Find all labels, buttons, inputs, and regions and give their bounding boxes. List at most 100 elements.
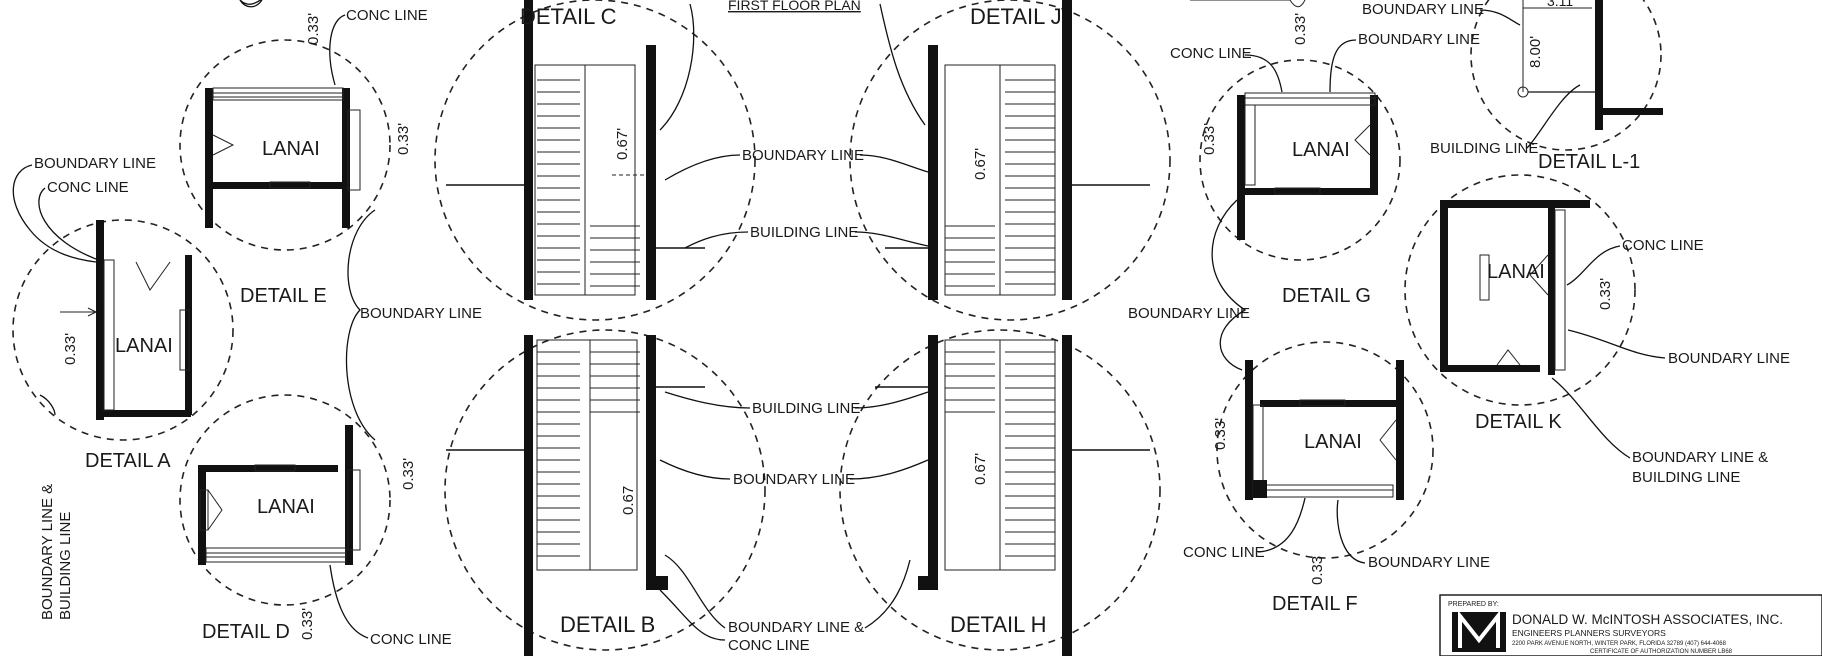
detail-l1-dim-800: 8.00' — [1527, 36, 1544, 68]
detail-c-title: DETAIL C — [520, 4, 617, 29]
detail-b-title: DETAIL B — [560, 612, 655, 637]
detail-l1-building-line-label: BUILDING LINE — [1430, 140, 1538, 157]
detail-l1: 3.11' 8.00' BOUNDARY LINE BUILDING LINE … — [1362, 0, 1663, 173]
title-block: PREPARED BY: DONALD W. McINTOSH ASSOCIAT… — [1439, 594, 1822, 656]
detail-d-conc-line-label: CONC LINE — [370, 631, 452, 648]
center-boundary-conc-label-l1: BOUNDARY LINE & — [728, 619, 864, 636]
detail-b-circle — [444, 329, 766, 651]
title-block-address: 2200 PARK AVENUE NORTH, WINTER PARK, FLO… — [1512, 641, 1727, 647]
first-floor-plan-label: FIRST FLOOR PLAN — [728, 0, 861, 13]
detail-f-circle — [1216, 341, 1434, 559]
detail-c-dim-067: 0.67' — [614, 128, 631, 160]
detail-l1-circle — [1470, 0, 1662, 151]
detail-f-boundary-line-label: BOUNDARY LINE — [1368, 554, 1490, 571]
detail-g-conc-line-label: CONC LINE — [1170, 45, 1252, 62]
detail-f-dim-left: 0.33' — [1212, 418, 1229, 450]
detail-k: LANAI DETAIL K 0.33' CONC LINE BOUNDARY … — [1404, 174, 1790, 486]
detail-f-lanai: LANAI — [1304, 431, 1362, 453]
detail-k-title: DETAIL K — [1475, 411, 1562, 433]
detail-g: LANAI DETAIL G 0.33' 0.33' CONC LINE BOU… — [1170, 13, 1480, 307]
detail-c: 0.67' DETAIL C — [434, 0, 756, 321]
detail-j-circle — [849, 0, 1171, 321]
detail-k-dim: 0.33' — [1597, 278, 1614, 310]
title-block-certificate: CERTIFICATE OF AUTHORIZATION NUMBER LB68 — [1590, 649, 1733, 655]
detail-c-wall — [524, 0, 533, 300]
center-building-line-label-top: BUILDING LINE — [750, 224, 858, 241]
cutoff-fragment-right — [1190, 0, 1306, 8]
detail-k-boundary-building-l2: BUILDING LINE — [1632, 469, 1740, 486]
detail-j-stairs — [945, 65, 1055, 295]
detail-e-title: DETAIL E — [240, 285, 327, 307]
detail-e-dim-top: 0.33' — [305, 13, 322, 45]
cutoff-fragment-left — [239, 0, 263, 8]
detail-j: 0.67' DETAIL J — [849, 0, 1171, 321]
left-boundary-line-label: BOUNDARY LINE — [360, 305, 482, 322]
detail-f-conc-line-label: CONC LINE — [1183, 544, 1265, 561]
center-leaders-bottom: BUILDING LINE BOUNDARY LINE BOUNDARY LIN… — [659, 391, 929, 654]
detail-g-dim-top: 0.33' — [1292, 13, 1309, 45]
detail-d-title: DETAIL D — [202, 621, 290, 643]
detail-k-lanai: LANAI — [1487, 261, 1545, 283]
center-boundary-line-label-bottom: BOUNDARY LINE — [733, 471, 855, 488]
detail-d-dim-bottom: 0.33' — [299, 608, 316, 640]
detail-l1-boundary-line-label: BOUNDARY LINE — [1362, 1, 1484, 18]
detail-k-boundary-line-label: BOUNDARY LINE — [1668, 350, 1790, 367]
detail-e-conc-line-label: CONC LINE — [346, 7, 428, 24]
detail-a-title: DETAIL A — [85, 450, 171, 472]
detail-h-circle — [839, 329, 1161, 651]
title-block-disciplines: ENGINEERS PLANNERS SURVEYORS — [1512, 628, 1666, 638]
detail-l1-dim-311: 3.11' — [1547, 0, 1576, 9]
detail-d-lanai: LANAI — [257, 496, 315, 518]
firm-logo-icon — [1452, 610, 1506, 652]
title-block-firm: DONALD W. McINTOSH ASSOCIATES, INC. — [1512, 612, 1783, 627]
detail-a-circle — [12, 219, 234, 441]
detail-e-dim-right: 0.33' — [395, 123, 412, 155]
rotated-boundary-building-l1: BOUNDARY LINE & — [39, 484, 56, 620]
detail-b: 0.67 DETAIL B — [444, 329, 766, 656]
detail-a-rotated-label: BOUNDARY LINE & BUILDING LINE — [39, 484, 74, 620]
detail-e-circle — [179, 39, 391, 251]
detail-b-dim-067: 0.67 — [620, 486, 637, 515]
left-boundary-callout: BOUNDARY LINE — [345, 209, 482, 441]
detail-d-dim-right: 0.33' — [400, 458, 417, 490]
detail-g-circle — [1199, 59, 1401, 261]
detail-c-circle — [434, 0, 756, 321]
title-block-prepared-by: PREPARED BY: — [1448, 601, 1499, 608]
detail-a-conc-line-label: CONC LINE — [47, 179, 129, 196]
detail-j-title: DETAIL J — [970, 4, 1062, 29]
rotated-boundary-building-l2: BUILDING LINE — [57, 512, 74, 620]
detail-b-stairs — [537, 340, 640, 570]
detail-g-lanai: LANAI — [1292, 139, 1350, 161]
center-boundary-conc-label-l2: CONC LINE — [728, 637, 810, 654]
detail-f: LANAI DETAIL F 0.33' 0.33 CONC LINE BOUN… — [1183, 341, 1490, 615]
detail-a: LANAI DETAIL A 0.33' BOUNDARY LINE CONC … — [12, 155, 234, 472]
detail-e-lanai: LANAI — [262, 138, 320, 160]
center-boundary-line-label-top: BOUNDARY LINE — [742, 147, 864, 164]
detail-a-dim: 0.33' — [62, 333, 79, 365]
detail-h-dim-067: 0.67' — [972, 453, 989, 485]
detail-a-lanai: LANAI — [115, 335, 173, 357]
detail-a-boundary-line-label: BOUNDARY LINE — [34, 155, 156, 172]
detail-l1-title: DETAIL L-1 — [1538, 151, 1640, 173]
detail-f-dim-bottom: 0.33 — [1309, 556, 1326, 585]
detail-h-title: DETAIL H — [950, 612, 1047, 637]
detail-d-circle — [179, 394, 391, 606]
detail-h: 0.67' DETAIL H — [839, 329, 1161, 656]
detail-d: LANAI DETAIL D 0.33' 0.33' CONC LINE — [179, 394, 452, 648]
detail-g-dim-left: 0.33' — [1201, 123, 1218, 155]
detail-j-dim-067: 0.67' — [972, 148, 989, 180]
detail-c-stairs — [537, 65, 640, 295]
detail-k-boundary-building-l1: BOUNDARY LINE & — [1632, 449, 1768, 466]
right-boundary-callout: BOUNDARY LINE — [1128, 199, 1250, 371]
center-leaders-top: BOUNDARY LINE BUILDING LINE — [664, 147, 929, 249]
detail-e: LANAI DETAIL E 0.33' 0.33' CONC LINE — [179, 0, 428, 307]
detail-f-title: DETAIL F — [1272, 593, 1358, 615]
right-boundary-line-label: BOUNDARY LINE — [1128, 305, 1250, 322]
detail-k-circle — [1404, 174, 1636, 406]
center-building-line-label-bottom: BUILDING LINE — [752, 400, 860, 417]
detail-g-title: DETAIL G — [1282, 285, 1371, 307]
detail-g-boundary-line-label: BOUNDARY LINE — [1358, 31, 1480, 48]
detail-k-conc-line-label: CONC LINE — [1622, 237, 1704, 254]
detail-h-stairs — [945, 340, 1055, 570]
